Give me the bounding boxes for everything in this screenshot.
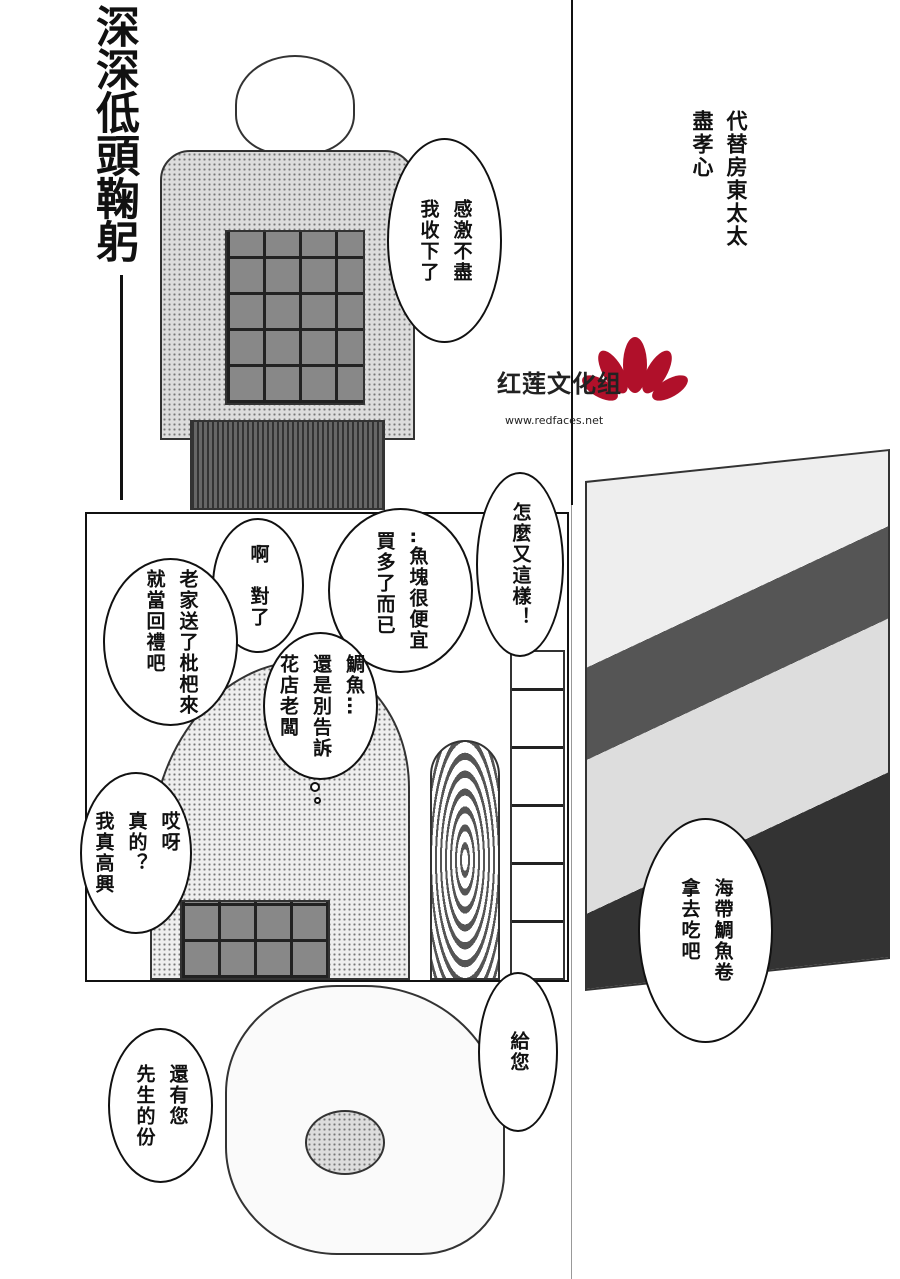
bubble-text: 怎麼又這樣！: [509, 501, 532, 628]
caption-bow: 深深低頭鞠躬: [88, 4, 139, 262]
landlady-illustration: [430, 740, 500, 980]
speech-bubble-again: 怎麼又這樣！: [476, 472, 564, 657]
speech-bubble-thanks: 感激不盡 我收下了: [387, 138, 502, 343]
thought-bubble-sea-bream: 鯛魚… 還是別告訴 花店老闆: [263, 632, 378, 780]
shirt-pattern: [225, 230, 365, 405]
watermark-url: www.redfaces.net: [505, 414, 604, 427]
bubble-text: 啊 對了: [247, 543, 270, 628]
bubble-text: 給您: [507, 1031, 530, 1073]
bubble-text: 海帶鯛魚卷 拿去吃吧: [678, 878, 734, 983]
speech-bubble-husband: 還有您 先生的份: [108, 1028, 213, 1183]
loquat-fruit-illustration: [305, 1110, 385, 1175]
watermark-name: 红莲文化组: [497, 370, 622, 398]
bubble-text: 感激不盡 我收下了: [417, 198, 473, 283]
panel-divider-right: [571, 505, 572, 1279]
watermark-logo: 红莲文化组 www.redfaces.net: [495, 330, 695, 434]
speech-bubble-seaweed: 海帶鯛魚卷 拿去吃吧: [638, 818, 773, 1043]
thought-dot: [314, 797, 321, 804]
bubble-text: 還有您 先生的份: [133, 1063, 189, 1148]
bubble-text: 哎呀 真的？ 我真高興: [92, 811, 181, 895]
man-head-illustration: [235, 55, 355, 155]
door-frame-illustration: [510, 650, 565, 980]
speech-bubble-happy: 哎呀 真的？ 我真高興: [80, 772, 192, 934]
thought-dot: [310, 782, 320, 792]
bubble-text: 鯛魚… 還是別告訴 花店老闆: [277, 653, 365, 759]
bubble-text: ‥魚塊很便宜 買多了而已: [373, 530, 429, 651]
shirt-pattern-2: [180, 900, 330, 980]
panel-middle-left: [85, 512, 569, 982]
caption-line: [120, 275, 123, 500]
narration-text: 代替房東太太 盡孝心: [690, 110, 748, 248]
bubble-text: 老家送了枇杷來 就當回禮吧: [143, 568, 199, 716]
panel-divider: [571, 0, 573, 505]
man-pants-illustration: [190, 420, 385, 510]
speech-bubble-here: 給您: [478, 972, 558, 1132]
speech-bubble-loquats: 老家送了枇杷來 就當回禮吧: [103, 558, 238, 726]
lotus-icon: [582, 337, 688, 401]
